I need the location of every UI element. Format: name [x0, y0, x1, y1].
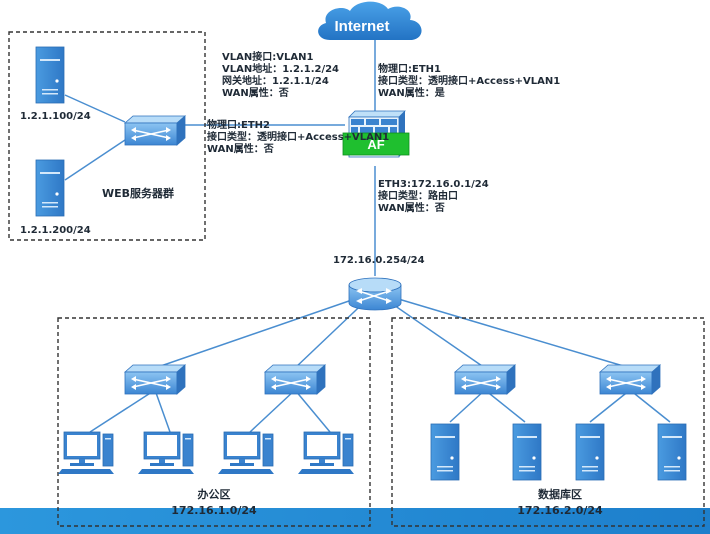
- connection-lines: [64, 30, 671, 433]
- office-switch-1-icon: [124, 364, 186, 395]
- web-server-1-ip: 1.2.1.100/24: [20, 111, 91, 122]
- db-switch-2-icon: [599, 364, 661, 395]
- web-switch-icon: [124, 115, 186, 146]
- database-zone: [391, 317, 705, 527]
- vlan-line4: WAN属性：否: [222, 86, 289, 99]
- office-pc-4-icon: [297, 431, 355, 475]
- eth3-line1: ETH3:172.16.0.1/24: [378, 179, 489, 190]
- db-switch-1-icon: [454, 364, 516, 395]
- web-server-zone: [8, 31, 206, 241]
- core-switch-icon: [348, 277, 402, 311]
- vlan-line3: 网关地址：1.2.1.1/24: [222, 74, 329, 87]
- web-server-1-icon: [35, 46, 65, 104]
- office-pc-2-icon: [137, 431, 195, 475]
- eth1-line3: WAN属性：是: [378, 86, 445, 99]
- web-server-2-icon: [35, 159, 65, 217]
- db-server-3-icon: [575, 423, 605, 481]
- office-zone-name: 办公区: [198, 487, 231, 501]
- db-server-1-icon: [430, 423, 460, 481]
- office-pc-1-icon: [57, 431, 115, 475]
- core-switch-ip: 172.16.0.254/24: [333, 255, 425, 266]
- db-zone-subnet: 172.16.2.0/24: [517, 504, 603, 517]
- firewall-icon: AF: [342, 110, 410, 158]
- bottom-band: [0, 508, 710, 534]
- eth1-info: 物理口:ETH1 接口类型：透明接口+Access+VLAN1 WAN属性：是: [378, 62, 560, 99]
- eth2-info: 物理口:ETH2 接口类型：透明接口+Access+VLAN1 WAN属性：否: [207, 118, 389, 155]
- eth1-line2: 接口类型：透明接口+Access+VLAN1: [378, 74, 560, 87]
- internet-cloud-icon: Internet: [318, 1, 422, 40]
- db-zone-name: 数据库区: [538, 487, 582, 501]
- eth2-line2: 接口类型：透明接口+Access+VLAN1: [207, 130, 389, 143]
- eth3-info: ETH3:172.16.0.1/24 接口类型：路由口 WAN属性：否: [378, 179, 489, 214]
- vlan-line1: VLAN接口:VLAN1: [222, 50, 313, 63]
- office-switch-2-icon: [264, 364, 326, 395]
- eth2-line1: 物理口:ETH2: [207, 118, 270, 131]
- db-server-2-icon: [512, 423, 542, 481]
- office-pc-3-icon: [217, 431, 275, 475]
- eth3-line2: 接口类型：路由口: [378, 189, 458, 202]
- firewall-label: AF: [367, 137, 384, 152]
- web-server-2-ip: 1.2.1.200/24: [20, 225, 91, 236]
- internet-label: Internet: [334, 18, 389, 35]
- vlan-info: VLAN接口:VLAN1 VLAN地址：1.2.1.2/24 网关地址：1.2.…: [222, 50, 339, 99]
- office-zone: [57, 317, 371, 527]
- db-server-4-icon: [657, 423, 687, 481]
- eth3-line3: WAN属性：否: [378, 201, 445, 214]
- eth1-line1: 物理口:ETH1: [378, 62, 441, 75]
- eth2-line3: WAN属性：否: [207, 142, 274, 155]
- web-group-title: WEB服务器群: [102, 186, 174, 200]
- office-zone-subnet: 172.16.1.0/24: [171, 504, 257, 517]
- vlan-line2: VLAN地址：1.2.1.2/24: [222, 62, 339, 75]
